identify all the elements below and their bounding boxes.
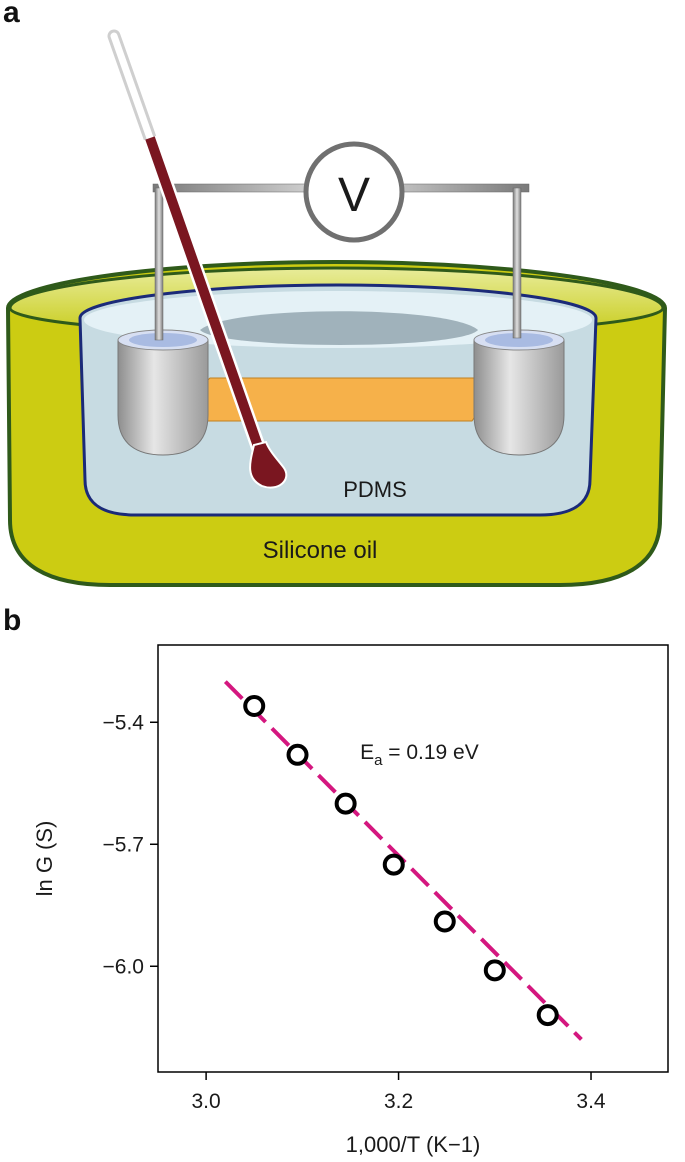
pdms-label: PDMS <box>343 477 407 502</box>
annotation-value: = 0.19 eV <box>382 741 478 764</box>
panel-label-b: b <box>3 604 22 637</box>
annotation-subscript: a <box>374 752 383 769</box>
thermometer <box>107 29 288 489</box>
data-point <box>382 853 405 876</box>
voltmeter-symbol: V <box>338 169 370 222</box>
x-axis: 3.0 3.2 3.4 <box>192 1072 606 1113</box>
data-point <box>243 695 266 717</box>
x-tick-label: 3.0 <box>192 1090 221 1113</box>
panel-label-a: a <box>3 0 20 29</box>
x-axis-label: 1,000/T (K−1) <box>346 1132 481 1157</box>
data-point <box>286 743 309 766</box>
data-point <box>334 792 357 815</box>
plot-frame <box>157 644 669 1073</box>
y-tick-label: −5.7 <box>103 833 144 856</box>
data-point <box>483 959 506 982</box>
data-point <box>433 910 456 933</box>
activation-energy-annotation: Ea = 0.19 eV <box>360 741 479 769</box>
silicone-oil-label: Silicone oil <box>263 537 378 564</box>
annotation-main: E <box>360 741 374 764</box>
setup-diagram: V PDMS Silicone oil <box>5 29 668 587</box>
x-tick-label: 3.2 <box>384 1090 413 1113</box>
y-axis-label: ln G (S) <box>32 821 57 897</box>
voltmeter: V <box>303 141 405 243</box>
x-tick-label: 3.4 <box>576 1090 606 1113</box>
y-axis: −5.4 −5.7 −6.0 <box>103 711 158 978</box>
y-tick-label: −6.0 <box>103 955 144 978</box>
data-points <box>243 695 559 1027</box>
y-tick-label: −5.4 <box>103 711 145 734</box>
data-point <box>536 1004 559 1027</box>
right-electrode-cup <box>473 329 565 456</box>
